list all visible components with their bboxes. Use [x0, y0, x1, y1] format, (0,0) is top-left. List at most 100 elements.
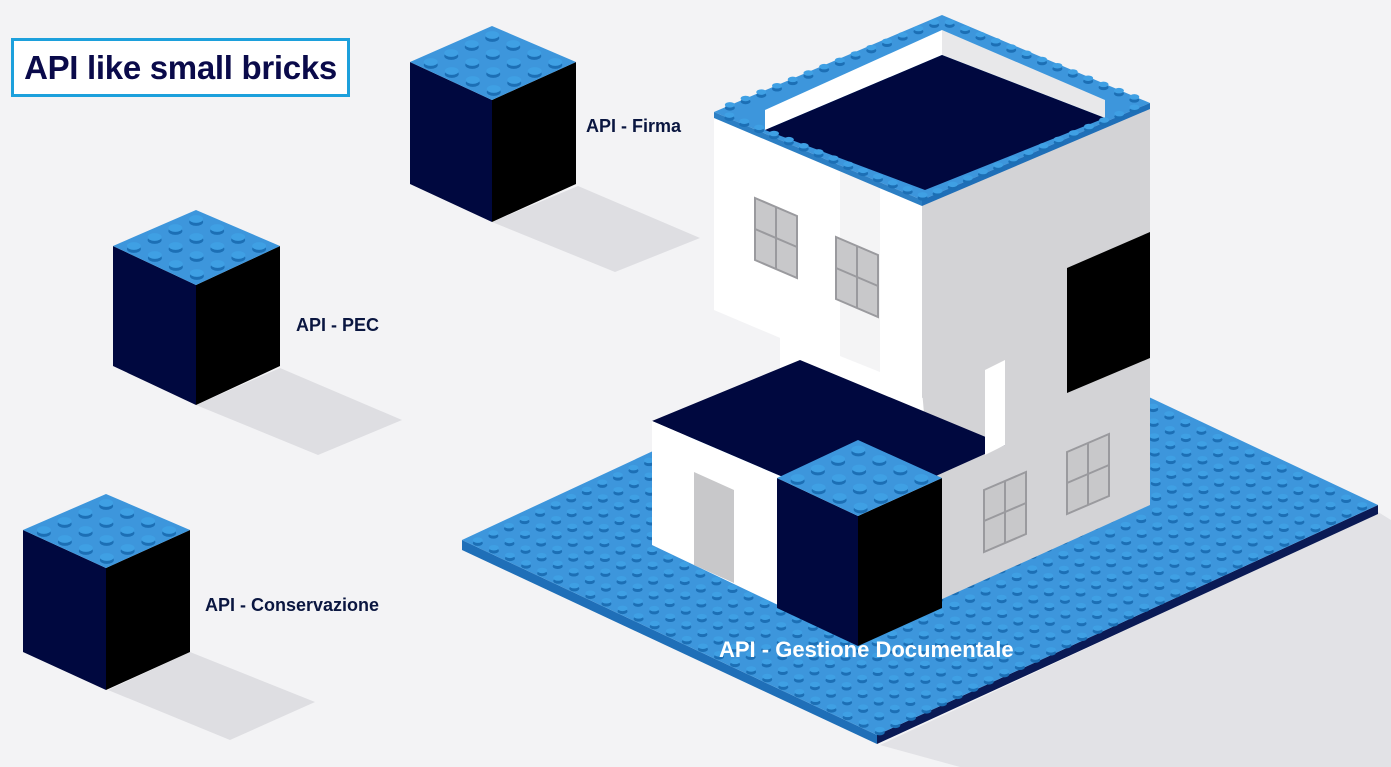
stud-top: [57, 535, 72, 543]
stud-top: [949, 601, 960, 608]
stud-top: [1045, 647, 1056, 653]
stud-top: [584, 560, 595, 567]
stud-top: [1105, 529, 1116, 535]
stud-top: [464, 40, 479, 48]
stud-top: [147, 233, 162, 241]
brick-api-gestione: [777, 440, 942, 646]
side-black-panel: [1067, 232, 1150, 393]
stud-top: [189, 215, 204, 223]
stud-top: [632, 583, 643, 590]
stud-top: [921, 705, 932, 711]
stud-top: [997, 609, 1008, 616]
stud-top: [1294, 516, 1305, 522]
stud-top: [993, 162, 1004, 168]
stud-top: [1308, 479, 1319, 485]
stud-top: [680, 591, 691, 597]
stud-top: [919, 660, 930, 667]
stud-top: [887, 645, 898, 651]
stud-top: [1129, 94, 1140, 100]
stud-top: [147, 251, 162, 259]
stud-top: [503, 522, 514, 529]
stud-top: [904, 682, 915, 689]
stud-top: [535, 508, 546, 514]
stud-top: [527, 49, 542, 57]
brick-side-face: [858, 478, 942, 646]
stud-top: [1137, 544, 1148, 550]
stud-top: [888, 675, 899, 681]
stud-top: [1261, 486, 1272, 492]
stud-top: [585, 590, 596, 596]
stud-top: [120, 526, 135, 534]
stud-top: [929, 19, 940, 25]
stud-top: [1216, 537, 1227, 544]
stud-top: [584, 575, 595, 582]
stud-top: [679, 561, 690, 568]
stud-top: [141, 517, 156, 525]
stud-top: [809, 681, 820, 688]
stud-top: [1012, 587, 1023, 593]
stud-top: [1076, 617, 1087, 624]
stud-top: [889, 689, 900, 696]
stud-top: [1169, 559, 1180, 565]
stud-top: [1152, 537, 1163, 543]
stud-top: [918, 630, 929, 637]
stud-top: [598, 523, 609, 530]
stud-top: [998, 639, 1009, 645]
stud-top: [1263, 545, 1274, 552]
stud-top: [1139, 603, 1150, 610]
stud-top: [1136, 529, 1147, 535]
stud-top: [506, 58, 521, 66]
stud-top: [997, 624, 1008, 630]
stud-top: [520, 530, 531, 536]
stud-top: [1029, 624, 1040, 631]
stud-top: [831, 474, 846, 482]
stud-top: [890, 719, 901, 726]
stud-top: [1090, 566, 1101, 572]
stud-top: [1232, 545, 1243, 551]
stud-top: [1231, 530, 1242, 536]
roof-studs: [724, 19, 1140, 201]
stud-top: [1059, 580, 1070, 587]
stud-top: [553, 575, 564, 581]
stud-top: [1245, 478, 1256, 485]
stud-top: [1244, 449, 1255, 455]
stud-top: [1037, 56, 1047, 63]
stud-top: [600, 568, 611, 574]
stud-top: [1098, 81, 1109, 88]
stud-top: [504, 552, 515, 559]
stud-top: [1060, 610, 1071, 616]
stud-top: [840, 652, 851, 658]
stud-top: [1074, 573, 1085, 579]
stud-top: [857, 689, 868, 696]
stud-top: [520, 545, 531, 551]
stud-top: [874, 712, 885, 718]
stud-top: [858, 167, 869, 174]
stud-top: [681, 635, 692, 642]
stud-top: [828, 155, 839, 161]
stud-top: [597, 494, 608, 500]
stud-top: [126, 242, 141, 250]
stud-top: [967, 653, 978, 660]
stud-top: [568, 553, 579, 559]
stud-top: [843, 161, 854, 167]
stud-top: [99, 553, 114, 561]
stud-top: [713, 651, 724, 657]
stud-top: [1245, 463, 1256, 470]
stud-top: [1228, 441, 1239, 447]
stud-top: [1229, 456, 1240, 462]
stud-top: [990, 38, 1001, 44]
stud-top: [1181, 448, 1192, 454]
stud-top: [1325, 501, 1336, 508]
stud-top: [567, 538, 578, 544]
stud-top: [1153, 566, 1164, 573]
stud-top: [465, 58, 480, 66]
stud-top: [871, 637, 882, 644]
stud-top: [614, 516, 625, 523]
stud-top: [1167, 514, 1178, 521]
stud-top: [873, 682, 884, 688]
label-api-pec: API - PEC: [296, 315, 380, 335]
label-api-firma: API - Firma: [586, 116, 682, 136]
stud-top: [825, 674, 836, 680]
stud-top: [695, 584, 706, 590]
stud-top: [552, 545, 563, 552]
